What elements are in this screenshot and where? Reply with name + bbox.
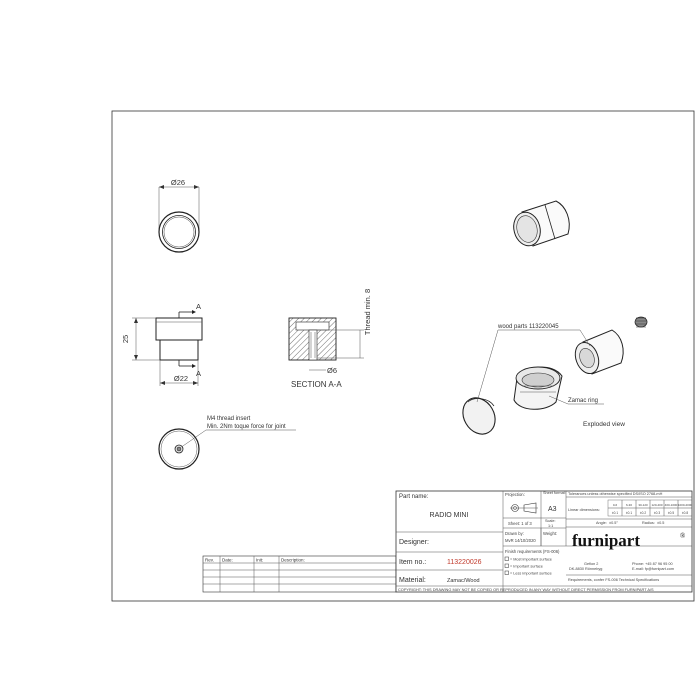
projection-symbol — [510, 502, 538, 514]
exploded-view: wood parts 113220045 Zamac ring Exploded… — [462, 316, 648, 435]
angle-label: Angle: — [596, 521, 607, 525]
tol-header-4: 120-400 — [651, 503, 662, 507]
front-height-label: 25 — [121, 335, 130, 343]
rev-header-init: Init: — [256, 558, 263, 563]
section-marker-bottom: A — [196, 369, 201, 378]
zamac-ring-callout: Zamac ring — [568, 398, 598, 404]
exploded-view-label: Exploded view — [583, 421, 625, 428]
address-line-1: Gefion 2 — [584, 562, 598, 566]
drawn-by-value: MvR 14/10/2020 — [505, 538, 536, 543]
linear-dims-label: Linear dimensions: — [568, 508, 600, 512]
item-no-value: 113220026 — [447, 559, 482, 566]
requirements-note: Requirements, confer FS-006 Technical Sp… — [568, 578, 659, 582]
tol-header-6: 1000-2000 — [678, 503, 693, 507]
section-thread-label: Thread min. 8 — [363, 289, 372, 335]
projection-label: Projection: — [505, 492, 525, 497]
tolerance-note: Tolerances unless otherwise specified DS… — [568, 492, 663, 496]
tol-value-4: ±0.3 — [654, 511, 660, 515]
part-name-label: Part name: — [399, 494, 429, 500]
isometric-assembled-view — [513, 200, 570, 247]
rev-header-rev: Rev. — [205, 558, 214, 563]
drawn-by-label: Drawn by: — [505, 531, 524, 536]
finish-item-2: = Important surface — [510, 565, 543, 569]
section-marker-top: A — [196, 302, 201, 311]
tol-value-6: ±0.8 — [682, 511, 688, 515]
sheet-format-value: A3 — [548, 506, 557, 513]
weight-label: Weight: — [543, 531, 557, 536]
insert-note: Min. 2Nm toque force for joint — [207, 424, 286, 430]
front-bottom-diameter-label: Ø22 — [174, 374, 188, 383]
bottom-view: M4 thread insert Min. 2Nm toque force fo… — [158, 416, 296, 470]
scale-label: Scale: — [545, 519, 556, 523]
top-diameter-label: Ø26 — [171, 178, 185, 187]
radius-value: ±0.5 — [657, 521, 664, 525]
finish-item-1: = Most important surface — [510, 558, 552, 562]
tol-header-3: 30-120 — [638, 503, 648, 507]
tol-value-5: ±0.5 — [668, 511, 674, 515]
material-label: Material: — [399, 577, 426, 584]
tol-header-5: 400-1000 — [665, 503, 678, 507]
copyright-note: COPYRIGHT: THIS DRAWING MAY NOT BE COPIE… — [398, 587, 654, 592]
tol-header-2: 6-30 — [626, 503, 632, 507]
scale-value: 1:1 — [548, 524, 553, 528]
wood-parts-callout: wood parts 113220045 — [497, 324, 559, 330]
brand-logo: furnipart — [572, 531, 640, 550]
rev-header-description: Description: — [281, 558, 305, 563]
address-line-2: DK-8830 Rönnebyg — [569, 567, 602, 571]
tol-value-2: ±0.1 — [626, 511, 632, 515]
revision-table: Rev. Date: Init: Description: — [202, 555, 397, 593]
sheet-format-label: Sheet format: — [543, 491, 566, 495]
tol-header-1: 0-6 — [613, 503, 618, 507]
radius-label: Radius: — [642, 521, 655, 525]
title-block: Part name: RADIO MINI Designer: Item no.… — [395, 490, 693, 593]
finish-label: Finish requirements (FS-006) — [505, 549, 560, 554]
part-name-value: RADIO MINI — [430, 512, 469, 519]
item-no-label: Item no.: — [399, 559, 426, 566]
section-hole-diameter-label: Ø6 — [327, 366, 337, 375]
rev-header-date: Date: — [222, 558, 233, 563]
insert-title: M4 thread insert — [207, 416, 251, 422]
material-value: Zamac/Wood — [447, 578, 480, 584]
designer-label: Designer: — [399, 539, 429, 546]
phone: Phone: +45 87 96 95 00 — [632, 562, 673, 566]
top-view: Ø26 — [158, 178, 200, 253]
brand-mark: ® — [680, 532, 686, 540]
angle-value: ±0.5° — [609, 521, 618, 525]
tol-value-3: ±0.2 — [640, 511, 646, 515]
tol-value-1: ±0.1 — [612, 511, 618, 515]
email: E-mail: fp@furnipart.com — [632, 567, 674, 571]
section-view: Thread min. 8 Ø6 SECTION A-A — [288, 289, 372, 389]
front-view: 25 Ø22 A A — [121, 302, 203, 386]
section-title: SECTION A-A — [291, 380, 342, 389]
finish-item-3: = Less important surface — [510, 572, 552, 576]
sheet-count: Sheet: 1 of 3 — [508, 521, 532, 526]
